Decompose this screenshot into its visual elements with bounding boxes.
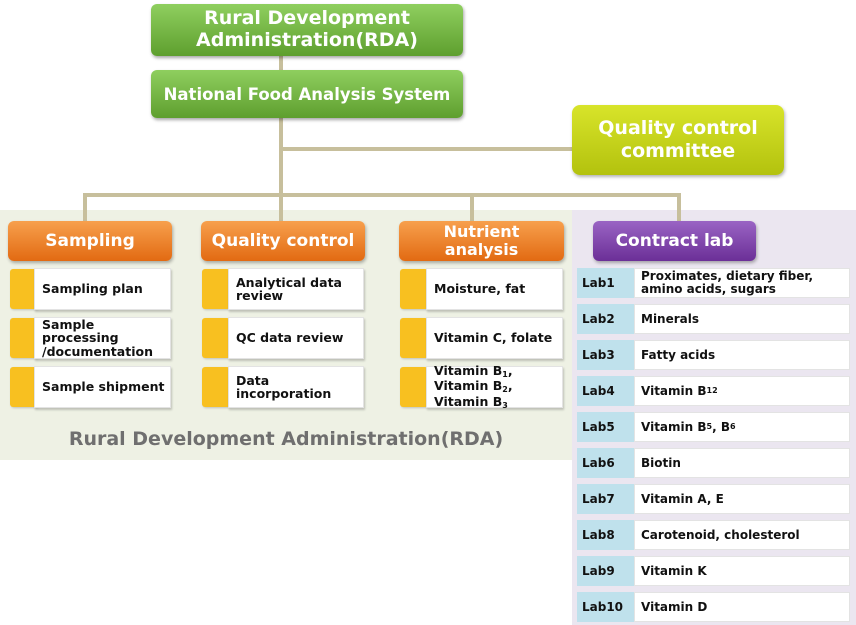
qc-committee-box: Quality control committee <box>572 105 784 175</box>
lab-label: Lab8 <box>577 520 634 550</box>
qc-item-tab <box>202 269 230 309</box>
lab-label: Lab5 <box>577 412 634 442</box>
lab-description: Vitamin D <box>634 592 850 622</box>
lab-label: Lab9 <box>577 556 634 586</box>
lab-description: Fatty acids <box>634 340 850 370</box>
nfas-box: National Food Analysis System <box>151 70 463 118</box>
connector-nutrient <box>470 193 474 223</box>
sampling-item-tab <box>10 269 38 309</box>
nutrient-header-line1: Nutrient <box>443 221 520 241</box>
rda-top-box: Rural Development Administration(RDA) <box>151 4 463 56</box>
rda-line2: Administration(RDA) <box>196 29 418 51</box>
data-incorporation-item: Data incorporation <box>228 366 364 408</box>
lab-description: Vitamin A, E <box>634 484 850 514</box>
contract-lab-header: Contract lab <box>593 221 756 261</box>
connector-contract <box>677 193 681 223</box>
connector-vertical-top <box>279 52 283 197</box>
vitamin-c-folate-item: Vitamin C, folate <box>426 317 563 359</box>
sampling-header: Sampling <box>8 221 172 261</box>
lab-description: Biotin <box>634 448 850 478</box>
sampling-item-tab <box>10 367 38 407</box>
lab-label: Lab4 <box>577 376 634 406</box>
sampling-plan-item: Sampling plan <box>34 268 171 310</box>
nutrient-item-tab <box>400 318 428 358</box>
lab-description: Vitamin K <box>634 556 850 586</box>
nutrient-item-tab <box>400 269 428 309</box>
lab-label: Lab6 <box>577 448 634 478</box>
analytical-data-review-item: Analytical data review <box>228 268 364 310</box>
contract-lab-header-label: Contract lab <box>615 231 734 251</box>
connector-sampling <box>83 193 87 223</box>
vitamin-b-label: Vitamin B1, Vitamin B2, Vitamin B3 <box>434 362 513 410</box>
lab-label: Lab1 <box>577 268 634 298</box>
connector-qc-horizontal <box>279 147 574 151</box>
sample-shipment-item: Sample shipment <box>34 366 171 408</box>
qc-item-tab <box>202 318 230 358</box>
sample-processing-label: Sample processing /documentation <box>42 317 153 359</box>
nutrient-item-tab <box>400 367 428 407</box>
lab-description: Minerals <box>634 304 850 334</box>
lab-label: Lab10 <box>577 592 634 622</box>
moisture-fat-item: Moisture, fat <box>426 268 563 310</box>
lab-label: Lab3 <box>577 340 634 370</box>
rda-line1: Rural Development <box>204 7 410 30</box>
analytical-data-review-label: Analytical data review <box>236 274 342 303</box>
data-incorporation-label: Data incorporation <box>236 372 332 401</box>
qc-committee-line1: Quality control <box>598 117 758 140</box>
lab-description: Proximates, dietary fiber, amino acids, … <box>634 268 850 298</box>
quality-control-header: Quality control <box>201 221 365 261</box>
lab-label: Lab2 <box>577 304 634 334</box>
sample-shipment-label: Sample shipment <box>42 379 165 395</box>
sampling-plan-label: Sampling plan <box>42 281 143 297</box>
qc-data-review-item: QC data review <box>228 317 364 359</box>
quality-control-header-label: Quality control <box>211 231 355 251</box>
vitamin-c-folate-label: Vitamin C, folate <box>434 330 553 346</box>
vitamin-b-item: Vitamin B1, Vitamin B2, Vitamin B3 <box>426 362 563 410</box>
moisture-fat-label: Moisture, fat <box>434 281 526 297</box>
rda-panel-title: Rural Development Administration(RDA) <box>68 428 504 450</box>
nfas-label: National Food Analysis System <box>163 84 451 104</box>
qc-committee-line2: committee <box>620 140 736 162</box>
sampling-header-label: Sampling <box>45 231 135 251</box>
lab-description: Carotenoid, cholesterol <box>634 520 850 550</box>
nutrient-header-line2: analysis <box>444 240 519 259</box>
connector-horizontal <box>83 193 681 197</box>
connector-quality <box>279 193 283 223</box>
lab-label: Lab7 <box>577 484 634 514</box>
nutrient-analysis-header: Nutrient analysis <box>399 221 564 261</box>
qc-data-review-label: QC data review <box>236 330 344 346</box>
sample-processing-item: Sample processing /documentation <box>34 317 171 359</box>
sampling-item-tab <box>10 318 38 358</box>
qc-item-tab <box>202 367 230 407</box>
